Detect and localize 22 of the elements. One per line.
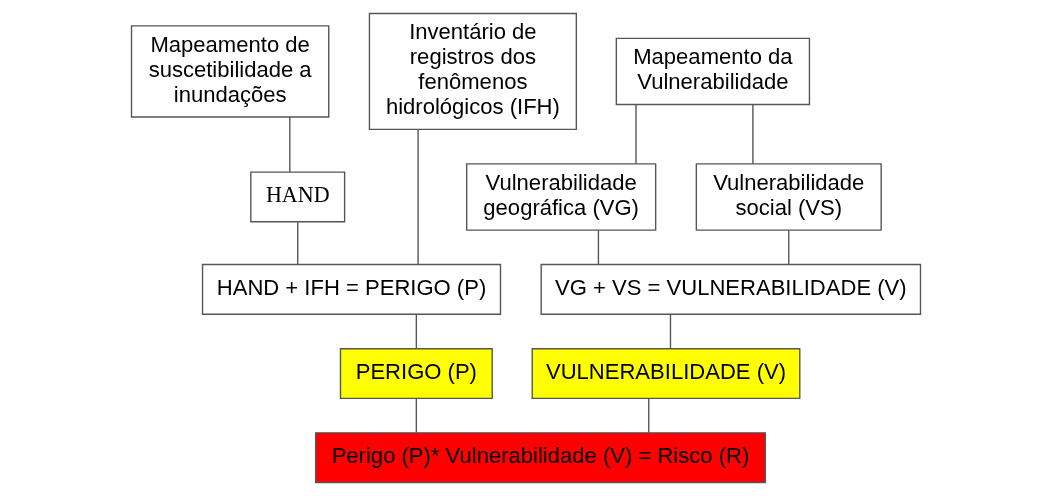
node-box: Inventário de registros dos fenômenos hidrológicos (IFH): [368, 12, 577, 131]
connector: [647, 398, 649, 434]
connector: [415, 313, 417, 349]
node-box: Mapeamento da Vulnerabilidade: [615, 37, 810, 106]
node-box: Mapeamento de suscetibilidade a inundações: [130, 25, 329, 118]
node-box: Vulnerabilidade geográfica (VG): [465, 163, 656, 231]
connector: [669, 313, 671, 349]
node-box: HAND + IFH = PERIGO (P): [201, 263, 501, 315]
connector: [416, 129, 419, 265]
node-box: HAND: [249, 171, 345, 223]
node-box: VULNERABILIDADE (V): [531, 348, 800, 400]
connector: [787, 229, 789, 265]
connector: [288, 116, 290, 173]
connector: [634, 104, 637, 165]
node-box: VG + VS = VULNERABILIDADE (V): [539, 263, 921, 315]
connector: [415, 398, 417, 434]
connector: [296, 221, 298, 265]
node-box: Vulnerabilidade social (VS): [695, 163, 882, 231]
node-box: PERIGO (P): [339, 348, 493, 400]
node-box: Perigo (P)* Vulnerabilidade (V) = Risco (R): [314, 432, 766, 484]
connector: [751, 104, 754, 165]
connector: [597, 229, 599, 265]
